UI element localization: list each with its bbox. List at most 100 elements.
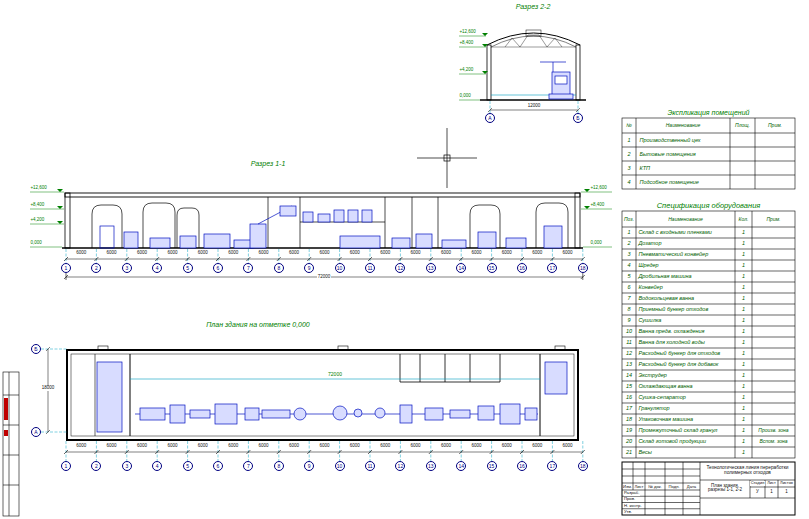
table-cell: 6 bbox=[627, 284, 631, 290]
plan-walls bbox=[41, 346, 585, 461]
plan-walls-line bbox=[95, 354, 96, 436]
plan-equipment bbox=[97, 362, 567, 432]
table-header: Кол. bbox=[738, 217, 749, 223]
left-stamp-line bbox=[3, 395, 19, 396]
dimension-text: 6000 bbox=[410, 444, 421, 449]
grid-axis-label: 10 bbox=[337, 266, 343, 271]
plan-walls-line bbox=[67, 350, 578, 440]
table-cell: Гранулятор bbox=[638, 405, 670, 411]
table-cell: 1 bbox=[742, 295, 746, 301]
section-2-2-line bbox=[488, 108, 580, 112]
grid-axis-label: 4 bbox=[156, 464, 159, 469]
grid-axis-label: 16 bbox=[519, 464, 525, 469]
dimension-text: 12000 bbox=[527, 104, 540, 109]
section-1-1-equipment-line bbox=[334, 210, 344, 222]
level-mark: +8,400 bbox=[590, 203, 605, 208]
table-cell: 19 bbox=[626, 427, 633, 433]
table-cell: 1 bbox=[742, 339, 746, 345]
table-cell: Шредер bbox=[638, 262, 659, 268]
explication-table-line bbox=[636, 118, 755, 189]
specification-table-line bbox=[636, 211, 752, 458]
section-1-1-line bbox=[66, 249, 583, 263]
section-1-1-line bbox=[177, 208, 199, 248]
grid-axis-label: А bbox=[34, 430, 37, 435]
table-header: Поз. bbox=[624, 217, 635, 223]
grid-axis-bubble: А bbox=[485, 113, 495, 123]
grid-axis-label: 5 bbox=[186, 266, 189, 271]
table-cell: 12 bbox=[626, 350, 633, 356]
section-1-1-line bbox=[581, 192, 612, 247]
table-cell: 1 bbox=[742, 438, 746, 444]
grid-axis-bubble: 12 bbox=[395, 263, 405, 273]
plan-walls-line bbox=[64, 450, 585, 454]
section-1-1-equipment-line bbox=[100, 226, 114, 248]
section-1-1-line bbox=[92, 205, 122, 248]
grid-axis-bubble: 3 bbox=[122, 263, 132, 273]
table-cell: 5 bbox=[627, 273, 631, 279]
table-cell: 17 bbox=[626, 405, 633, 411]
dimension-text: 6000 bbox=[471, 444, 482, 449]
cursor-crosshair-line bbox=[447, 128, 448, 188]
section-2-2 bbox=[459, 30, 586, 113]
left-stamp-line bbox=[9, 372, 10, 516]
table-cell: Пневматический конвейер bbox=[638, 251, 709, 257]
left-stamp-line bbox=[3, 485, 19, 486]
section-1-1-equipment-line bbox=[318, 214, 330, 222]
table-cell: 1 bbox=[742, 229, 746, 235]
grid-axis-label: А bbox=[488, 116, 491, 121]
section-1-1-equipment-line bbox=[392, 238, 410, 248]
grid-axis-label: 6 bbox=[217, 464, 220, 469]
table-cell: 1 bbox=[627, 137, 631, 143]
section-1-1-equipment-line bbox=[280, 206, 296, 216]
table-cell: Производственный цех bbox=[639, 137, 701, 143]
grid-axis-bubble: 7 bbox=[243, 263, 253, 273]
grid-axis-bubble: 10 bbox=[335, 263, 345, 273]
grid-axis-bubble: 5 bbox=[183, 263, 193, 273]
grid-axis-bubble: 7 bbox=[243, 461, 253, 471]
dimension-text: 6000 bbox=[106, 251, 117, 256]
table-cell: Водокольцевая ванна bbox=[638, 295, 695, 301]
section-1-1 bbox=[30, 189, 612, 280]
plan-equipment-line bbox=[294, 408, 306, 420]
plan-equipment-line bbox=[450, 410, 470, 418]
table-cell: Упаковочная машина bbox=[638, 416, 693, 422]
dimension-text: 6000 bbox=[76, 251, 87, 256]
table-cell: Охлаждающая ванна bbox=[638, 383, 693, 389]
grid-axis-label: 2 bbox=[95, 266, 98, 271]
dimension-text: 6000 bbox=[106, 444, 117, 449]
grid-axis-label: 10 bbox=[337, 464, 343, 469]
grid-axis-label: 17 bbox=[550, 464, 556, 469]
plan-equipment-line bbox=[140, 408, 165, 420]
left-stamp-line bbox=[4, 398, 8, 420]
section-1-1-line bbox=[470, 205, 500, 248]
title-block-text: Изм. bbox=[623, 485, 633, 490]
table-cell: 14 bbox=[626, 372, 633, 378]
plan-walls-line bbox=[130, 354, 131, 436]
grid-axis-label: 9 bbox=[308, 464, 311, 469]
explication-table bbox=[622, 118, 795, 189]
grid-axis-label: 15 bbox=[489, 464, 495, 469]
grid-axis-bubble: 1 bbox=[61, 263, 71, 273]
section-1-1-equipment-line bbox=[150, 238, 170, 248]
grid-axis-bubble: 17 bbox=[547, 263, 557, 273]
table-cell: Весы bbox=[638, 449, 652, 455]
table-cell: 1 bbox=[742, 383, 746, 389]
grid-axis-bubble: 13 bbox=[426, 461, 436, 471]
section-1-1-equipment-line bbox=[478, 232, 496, 248]
dimension-text: 18000 bbox=[41, 386, 54, 391]
grid-axis-bubble: Б bbox=[573, 113, 583, 123]
dimension-text: 6000 bbox=[532, 444, 543, 449]
plan-equipment-line bbox=[190, 410, 210, 418]
title-block-line bbox=[633, 462, 700, 515]
left-stamp-line bbox=[3, 425, 19, 426]
section-1-1-line bbox=[143, 203, 175, 248]
table-cell: 1 bbox=[742, 427, 746, 433]
grid-axis-label: 7 bbox=[247, 266, 250, 271]
title-block-text: План здания, разрезы 1-1, 2-2 bbox=[702, 484, 749, 494]
grid-axis-label: 13 bbox=[428, 266, 434, 271]
grid-axis-bubble: 14 bbox=[456, 461, 466, 471]
table-cell: 11 bbox=[626, 339, 633, 345]
section-2-2-line bbox=[505, 35, 562, 47]
grid-axis-label: 2 bbox=[95, 464, 98, 469]
